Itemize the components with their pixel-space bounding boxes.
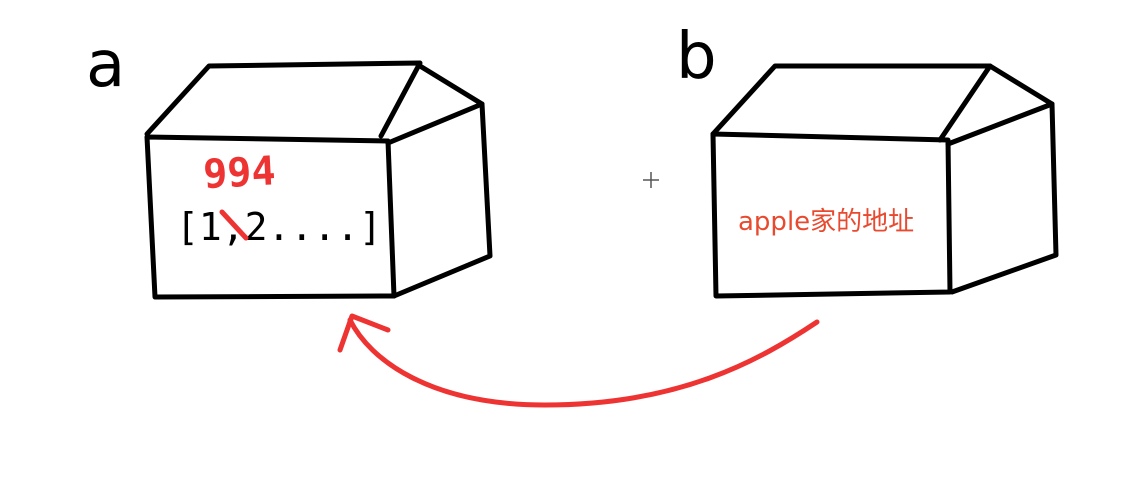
box-b-top-face bbox=[710, 63, 993, 143]
box-a-array: [1,2....] bbox=[176, 205, 382, 249]
box-a-new-value: 994 bbox=[202, 148, 277, 198]
box-b-address-text: apple家的地址 bbox=[738, 207, 914, 237]
box-a-side-face bbox=[391, 101, 493, 299]
arrow-curve bbox=[347, 317, 820, 408]
crosshair-cursor-icon bbox=[643, 172, 659, 188]
box-a-top-ridge bbox=[385, 63, 485, 146]
box-a-top-face bbox=[144, 60, 423, 139]
box-a-contents: 994 [1,2....] bbox=[176, 148, 382, 249]
box-b bbox=[710, 63, 1059, 299]
box-a-label: a bbox=[86, 28, 125, 102]
box-b-label: b bbox=[676, 20, 717, 94]
box-a-strike-mark bbox=[219, 209, 249, 241]
arrow-head bbox=[337, 313, 391, 353]
curved-arrow-icon bbox=[337, 313, 820, 408]
box-b-side-face bbox=[949, 101, 1059, 295]
box-a bbox=[144, 60, 493, 300]
